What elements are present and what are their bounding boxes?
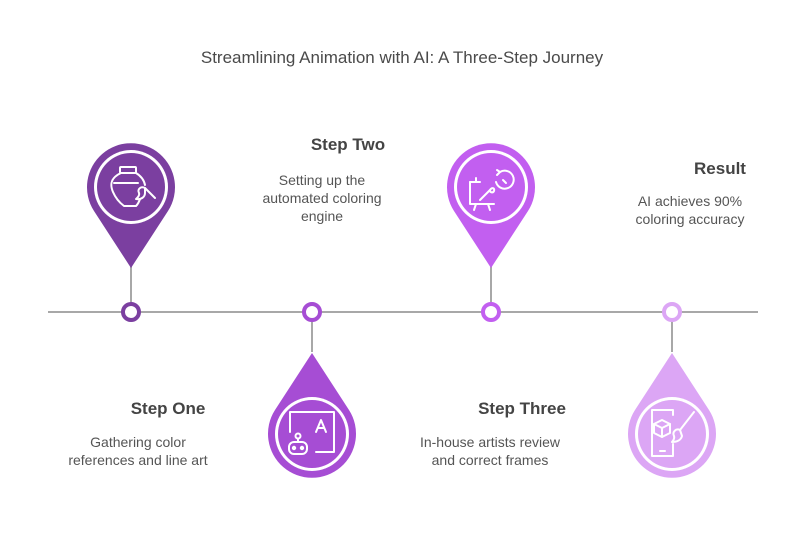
- step-one-title: Step One: [130, 399, 206, 418]
- pin-step-two: [268, 353, 356, 478]
- result-desc-line: coloring accuracy: [635, 211, 745, 227]
- step-three-desc-line: and correct frames: [431, 452, 549, 468]
- result-title: Result: [694, 159, 746, 178]
- step-three-title: Step Three: [478, 399, 566, 418]
- pin-step-one: [87, 143, 176, 268]
- step-one-desc-line: Gathering color: [90, 434, 186, 450]
- vase-brush-icon: [110, 166, 156, 207]
- easel-refresh-icon: [469, 169, 515, 211]
- result-desc-line: AI achieves 90%: [637, 193, 743, 209]
- step-two-desc: Setting up the automated coloring engine: [232, 171, 412, 225]
- step-two-desc-line: engine: [300, 208, 344, 224]
- step-two-desc-line: Setting up the: [278, 172, 366, 188]
- step-three-desc: In-house artists review and correct fram…: [400, 433, 580, 469]
- result-desc: AI achieves 90% coloring accuracy: [600, 192, 780, 228]
- step-two-desc-line: automated coloring: [262, 190, 382, 206]
- node-step-one: [121, 302, 141, 322]
- step-one-desc: Gathering color references and line art: [48, 433, 228, 469]
- step-three-desc-line: In-house artists review: [419, 434, 561, 450]
- phone-cube-brush-icon: [651, 409, 695, 457]
- pin-step-three: [447, 143, 535, 268]
- robot-text-icon: [288, 411, 335, 455]
- diagram-title: Streamlining Animation with AI: A Three-…: [200, 48, 604, 67]
- step-two-title: Step Two: [310, 135, 386, 154]
- step-one-desc-line: references and line art: [68, 452, 208, 468]
- node-step-two: [302, 302, 322, 322]
- pin-result: [628, 353, 716, 478]
- node-result: [662, 302, 682, 322]
- node-step-three: [481, 302, 501, 322]
